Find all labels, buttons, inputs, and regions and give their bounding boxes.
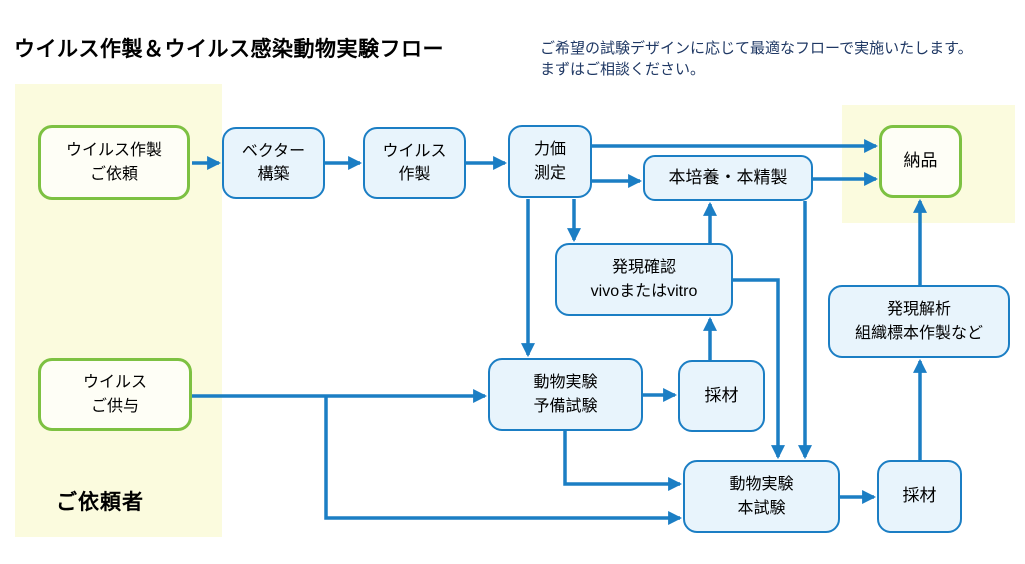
- node-label: 力価 測定: [533, 141, 566, 182]
- node-label: 発現確認 vivoまたはvitro: [590, 259, 698, 300]
- arrow-preliminary-to-main-test: [563, 431, 683, 491]
- arrow-expression-check-to-main-test: [733, 278, 785, 460]
- node-sampling-1: 採材: [678, 360, 765, 432]
- page-title: ウイルス作製＆ウイルス感染動物実験フロー: [14, 38, 444, 61]
- intro-text: ご希望の試験デザインに応じて最適なフローで実施いたします。 まずはご相談ください…: [540, 38, 973, 80]
- node-label: ウイルス ご供与: [82, 374, 147, 415]
- node-main-culture-purification: 本培養・本精製: [643, 155, 813, 201]
- node-label: ウイルス 作製: [382, 142, 447, 183]
- node-virus-request: ウイルス作製 ご依頼: [38, 125, 190, 200]
- node-vector-construction: ベクター 構築: [222, 127, 325, 199]
- node-sampling-2: 採材: [877, 460, 962, 533]
- node-titer-measurement: 力価 測定: [508, 125, 592, 198]
- arrow-supply-to-main-test: [324, 396, 683, 525]
- node-virus-supply: ウイルス ご供与: [38, 358, 192, 431]
- node-animal-main-test: 動物実験 本試験: [683, 460, 840, 533]
- node-label: 採材: [704, 385, 739, 405]
- intro-line-1: ご希望の試験デザインに応じて最適なフローで実施いたします。: [540, 40, 973, 57]
- node-label: ウイルス作製 ご依頼: [65, 142, 162, 183]
- node-animal-preliminary-test: 動物実験 予備試験: [488, 358, 643, 431]
- intro-line-2: まずはご相談ください。: [540, 61, 706, 78]
- node-expression-check: 発現確認 vivoまたはvitro: [555, 243, 733, 316]
- node-label: 本培養・本精製: [668, 167, 788, 187]
- node-label: 動物実験 本試験: [729, 476, 794, 517]
- client-area-label: ご依頼者: [56, 491, 144, 514]
- node-label: 発現解析 組織標本作製など: [854, 301, 983, 342]
- node-virus-production: ウイルス 作製: [363, 127, 466, 199]
- node-expression-analysis: 発現解析 組織標本作製など: [828, 285, 1010, 358]
- node-label: 動物実験 予備試験: [533, 374, 598, 415]
- node-delivery: 納品: [879, 125, 962, 198]
- node-label: 採材: [902, 486, 937, 506]
- node-label: ベクター 構築: [241, 142, 306, 183]
- node-label: 納品: [903, 151, 938, 171]
